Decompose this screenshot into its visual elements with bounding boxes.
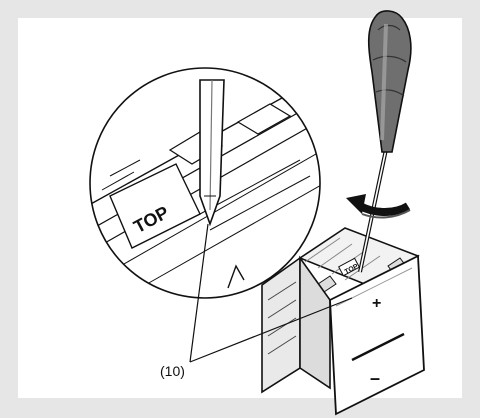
rotate-arrow-icon	[346, 194, 411, 219]
detail-magnifier: TOP	[89, 67, 321, 299]
minus-symbol: –	[370, 368, 380, 388]
zoomed-screwdriver-blade	[199, 79, 225, 227]
front-cover-plate	[329, 254, 425, 416]
callout-label-10: (10)	[160, 363, 185, 379]
center-bar	[351, 332, 405, 362]
callout-leaders	[189, 223, 353, 363]
plus-symbol: +	[372, 295, 381, 312]
switch-module: TOP + –	[261, 227, 425, 416]
screwdriver-icon	[358, 10, 412, 273]
